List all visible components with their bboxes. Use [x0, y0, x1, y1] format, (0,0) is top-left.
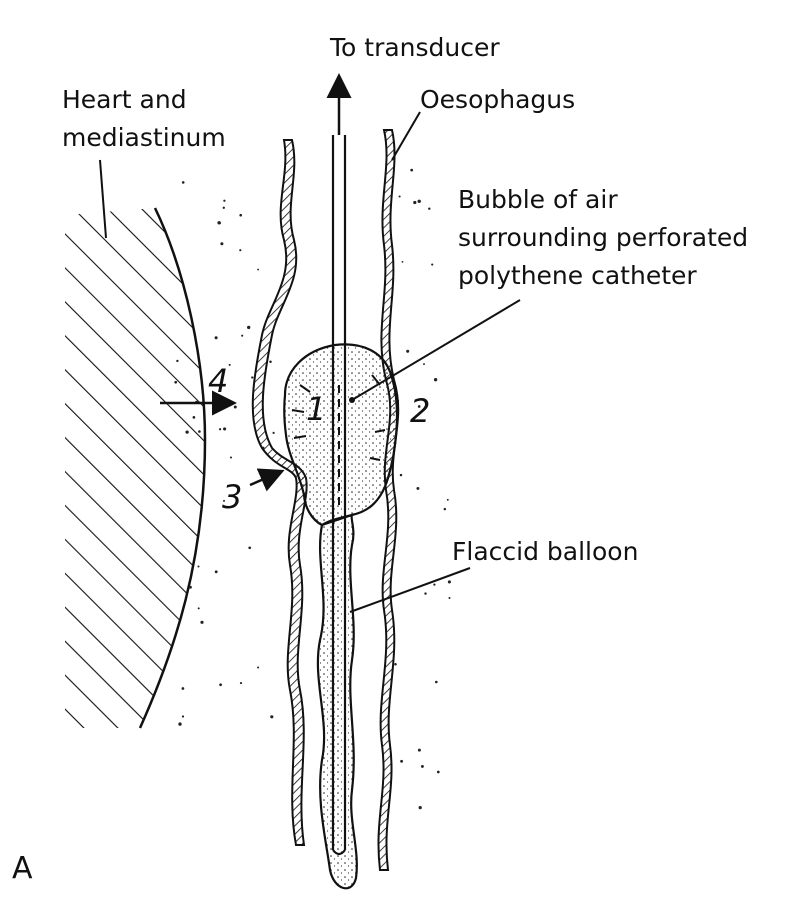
tissue-dot: [436, 770, 440, 774]
flaccid-balloon: [316, 512, 358, 890]
tissue-dot: [401, 261, 404, 263]
tissue-dot: [257, 268, 260, 271]
tissue-dot: [239, 213, 242, 217]
tissue-dot: [431, 263, 434, 266]
number-1: 1: [306, 390, 326, 428]
tissue-dot: [398, 195, 401, 198]
tissue-dot: [257, 666, 260, 669]
tissue-dot: [435, 680, 438, 684]
panel-letter: A: [12, 851, 33, 886]
number-2: 2: [410, 392, 430, 430]
balloon-leader: [349, 567, 471, 613]
tissue-dot: [416, 486, 420, 490]
tissue-dot: [410, 168, 414, 172]
tissue-dot: [200, 620, 204, 624]
tissue-dot: [428, 207, 431, 210]
label-flaccid-balloon: Flaccid balloon: [452, 537, 638, 566]
tissue-dot: [400, 759, 404, 763]
tissue-dot: [218, 428, 222, 431]
tissue-dot: [443, 507, 447, 511]
tissue-dot: [413, 200, 417, 205]
tissue-dot: [181, 687, 185, 690]
oesophagus-right-wall: [377, 129, 400, 871]
tissue-dot: [251, 376, 254, 379]
tissue-dot: [223, 427, 227, 431]
tissue-dot: [420, 764, 424, 768]
tissue-dot: [424, 592, 427, 595]
tissue-dot: [222, 206, 225, 209]
number-4: 4: [208, 362, 228, 400]
tissue-dots: [174, 168, 451, 810]
tissue-dot: [181, 715, 185, 718]
tissue-dot: [228, 363, 231, 366]
tissue-dot: [433, 583, 436, 586]
tissue-dot: [185, 430, 189, 434]
tissue-dot: [239, 682, 243, 685]
label-to-transducer: To transducer: [329, 33, 500, 62]
tissue-dot: [219, 683, 222, 687]
oesophagus-leader: [391, 111, 421, 161]
bubble-leader-dot: [349, 397, 355, 403]
tissue-dot: [197, 607, 200, 610]
tissue-dot: [417, 199, 421, 203]
tissue-dot: [446, 498, 449, 501]
label-bubble-line3: polythene catheter: [458, 261, 697, 290]
tissue-dot: [192, 416, 196, 419]
arrow-3: [249, 468, 285, 492]
tissue-dot: [394, 663, 397, 666]
tissue-dot: [417, 748, 421, 752]
label-bubble-line1: Bubble of air: [458, 185, 618, 214]
tissue-dot: [176, 359, 179, 363]
tissue-dot: [269, 360, 272, 363]
tissue-dot: [399, 473, 403, 477]
tissue-dot: [220, 242, 224, 246]
tissue-dot: [198, 430, 201, 433]
oesophagus-left-wall: [251, 139, 308, 846]
tissue-dot: [181, 181, 185, 184]
tissue-dot: [174, 380, 178, 384]
tissue-dot: [247, 325, 251, 330]
heart-leader: [99, 159, 107, 239]
tissue-dot: [223, 199, 226, 202]
tissue-dot: [272, 431, 275, 434]
tissue-dot: [448, 596, 451, 600]
tissue-dot: [248, 546, 252, 550]
tissue-dot: [447, 580, 451, 584]
heart-mediastinum-outline: [138, 207, 207, 729]
catheter-tip: [332, 849, 346, 856]
tissue-dot: [270, 715, 274, 719]
tissue-dot: [239, 249, 242, 252]
tissue-dot: [418, 805, 422, 810]
tissue-dot: [188, 585, 192, 589]
label-heart-line2: mediastinum: [62, 123, 226, 152]
tissue-dot: [241, 334, 244, 337]
tissue-dot: [223, 499, 225, 502]
tissue-dot: [406, 349, 410, 353]
tissue-dot: [433, 378, 438, 382]
label-oesophagus: Oesophagus: [420, 85, 575, 114]
label-bubble-line2: surrounding perforated: [458, 223, 748, 252]
tissue-dot: [214, 570, 218, 574]
tissue-dot: [197, 565, 200, 568]
tissue-dot: [229, 456, 233, 459]
tissue-dot: [423, 363, 425, 366]
tissue-dot: [217, 221, 221, 225]
label-heart-line1: Heart and: [62, 85, 187, 114]
tissue-dot: [233, 405, 237, 409]
tissue-dot: [417, 405, 421, 408]
heart-mediastinum-region: [65, 208, 205, 728]
tissue-dot: [214, 336, 218, 340]
bubble-leader: [351, 299, 521, 401]
number-3: 3: [222, 478, 242, 516]
tissue-dot: [178, 722, 182, 726]
